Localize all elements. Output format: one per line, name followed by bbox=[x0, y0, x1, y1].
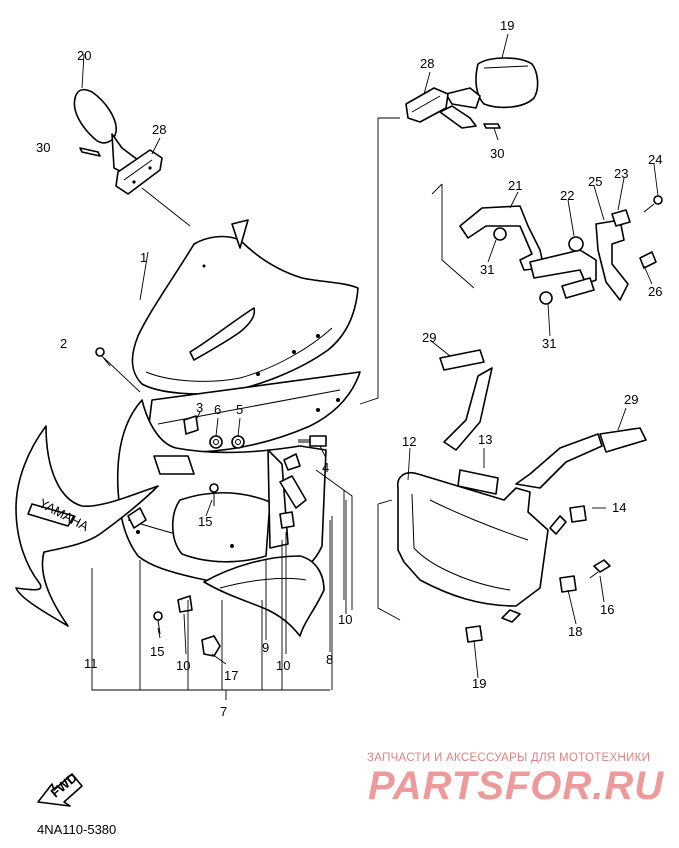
callout-19: 19 bbox=[472, 676, 486, 691]
watermark-tagline: ЗАПЧАСТИ И АКСЕССУАРЫ ДЛЯ МОТОТЕХНИКИ bbox=[367, 752, 651, 764]
fwd-arrow: FWD bbox=[37, 770, 83, 807]
callout-27: 26 bbox=[648, 284, 662, 299]
callout-29-left: 29 bbox=[422, 330, 436, 345]
frame-stay bbox=[396, 349, 647, 643]
callout-2: 2 bbox=[60, 336, 67, 351]
callout-12: 12 bbox=[402, 434, 416, 449]
callout-26: 25 bbox=[588, 174, 602, 189]
callout-30-right: 30 bbox=[490, 146, 504, 161]
callout-10-middle: 10 bbox=[276, 658, 290, 673]
callout-4: 4 bbox=[322, 460, 329, 475]
leader-lines bbox=[81, 33, 659, 700]
callout-22: 21 bbox=[508, 178, 522, 193]
callout-17: 17 bbox=[224, 668, 238, 683]
mirror-stay bbox=[459, 195, 663, 305]
callout-10-left: 10 bbox=[176, 658, 190, 673]
callout-6: 6 bbox=[214, 402, 221, 417]
upper-cowling bbox=[116, 399, 327, 585]
callout-13: 13 bbox=[478, 432, 492, 447]
callout-28-left: 28 bbox=[152, 122, 166, 137]
callout-20: 19 bbox=[500, 18, 514, 33]
callout-5: 5 bbox=[236, 402, 243, 417]
callout-11: 11 bbox=[84, 656, 98, 671]
diagram-code: 4NA110-5380 bbox=[37, 822, 117, 837]
callout-31-upper: 31 bbox=[480, 262, 494, 277]
callout-15-upper: 15 bbox=[198, 514, 212, 529]
callout-1: 1 bbox=[140, 250, 147, 265]
callout-21: 20 bbox=[77, 48, 91, 63]
callout-31-lower: 31 bbox=[542, 336, 556, 351]
callout-18: 18 bbox=[568, 624, 582, 639]
side-cowl: YAMAHA bbox=[15, 425, 159, 627]
callout-10-right: 10 bbox=[338, 612, 352, 627]
windscreen bbox=[131, 219, 359, 395]
fasteners bbox=[95, 347, 327, 657]
callout-28-right: 28 bbox=[420, 56, 434, 71]
callout-25: 24 bbox=[648, 152, 662, 167]
callout-9: 9 bbox=[262, 640, 269, 655]
right-mirror bbox=[405, 57, 539, 129]
callout-24: 23 bbox=[614, 166, 628, 181]
callout-7: 7 bbox=[220, 704, 227, 719]
callout-29-right: 29 bbox=[624, 392, 638, 407]
callout-labels: 20 28 30 19 28 30 1 2 3 6 5 4 15 15 10 1… bbox=[36, 18, 662, 719]
callout-3: 3 bbox=[196, 400, 203, 415]
callout-16: 16 bbox=[600, 602, 614, 617]
callout-30-left: 30 bbox=[36, 140, 50, 155]
left-mirror bbox=[73, 88, 163, 195]
callout-23: 22 bbox=[560, 188, 574, 203]
callout-15-lower: 15 bbox=[150, 644, 164, 659]
callout-14: 14 bbox=[612, 500, 626, 515]
watermark-logo: PARTSFOR.RU bbox=[368, 764, 665, 808]
callout-8: 8 bbox=[326, 652, 333, 667]
